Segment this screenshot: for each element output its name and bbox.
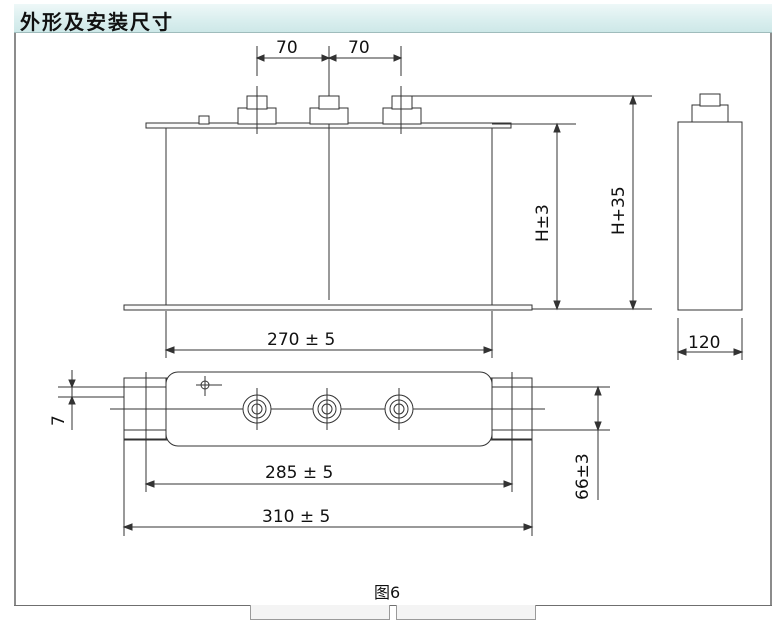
- terminal-left: [237, 86, 277, 134]
- small-pin: [198, 115, 210, 125]
- dim-width-body: 270 ± 5: [267, 330, 335, 350]
- bottom-tab-right: [396, 605, 536, 620]
- terminal-top-left: [242, 388, 272, 430]
- dim-slot-width: 7: [49, 415, 69, 426]
- terminal-top-right: [384, 388, 414, 430]
- side-view: [676, 93, 744, 360]
- top-view: [58, 370, 610, 536]
- bottom-plate: [123, 304, 533, 311]
- dim-spacing-left: 70: [276, 38, 298, 58]
- terminal-center: [309, 95, 349, 125]
- dim-height-body: H±3: [533, 204, 553, 242]
- frame-bottom-border: [14, 605, 772, 606]
- figure-caption: 图6: [374, 583, 400, 602]
- dim-hole-pitch: 285 ± 5: [265, 463, 333, 483]
- dim-depth: 120: [688, 333, 720, 353]
- figure-frame: [14, 4, 772, 606]
- front-view: [123, 46, 652, 358]
- dim-mount-depth: 66±3: [573, 453, 593, 500]
- side-body: [677, 121, 743, 311]
- section-header: 外形及安装尺寸: [14, 4, 772, 34]
- dim-height-total: H+35: [609, 186, 629, 235]
- terminal-right: [382, 86, 422, 134]
- terminal-top-center: [312, 388, 342, 430]
- dim-overall-length: 310 ± 5: [262, 507, 330, 527]
- dim-spacing-right: 70: [348, 38, 370, 58]
- bottom-tab-left: [250, 605, 390, 620]
- section-title: 外形及安装尺寸: [20, 10, 174, 34]
